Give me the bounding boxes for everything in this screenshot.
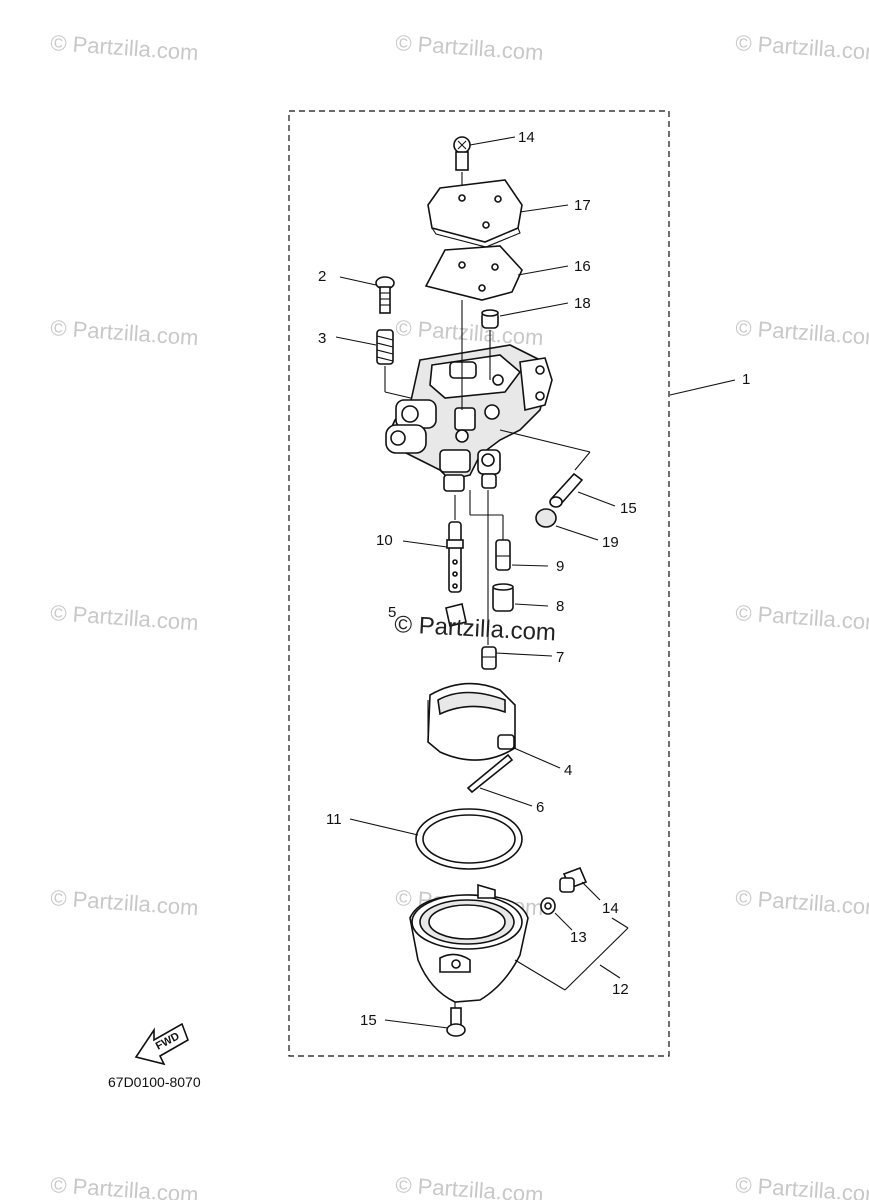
callout-7: 7 [556, 649, 564, 666]
watermark: © Partzilla.com [735, 885, 869, 920]
callout-11: 11 [326, 811, 342, 828]
callout-16: 15 [620, 500, 637, 517]
watermark: © Partzilla.com [395, 30, 545, 65]
part-5-holder [445, 603, 467, 627]
part-16-pilot-jet [549, 472, 584, 508]
diagram-code: 67D0100-8070 [108, 1074, 201, 1090]
watermark: © Partzilla.com [395, 1172, 545, 1200]
watermark: © Partzilla.com [50, 30, 200, 65]
part-2-screw [375, 276, 395, 314]
callout-15-top: 14 [518, 129, 535, 146]
carburetor-body [385, 300, 591, 645]
callout-13: 13 [570, 929, 587, 946]
callout-5: 5 [388, 604, 396, 621]
center-watermark: © Partzilla.com [394, 611, 557, 646]
watermark: © Partzilla.com [735, 30, 869, 65]
callout-4: 4 [564, 762, 572, 779]
callout-8: 8 [556, 598, 564, 615]
callout-1: 1 [742, 371, 750, 388]
callout-labels: 14 17 16 2 18 3 1 15 19 10 9 8 5 7 4 6 1… [318, 129, 750, 1029]
watermark: © Partzilla.com [50, 600, 200, 635]
callout-10: 10 [376, 532, 393, 549]
callout-bracket [611, 917, 629, 929]
leader-lines [335, 136, 736, 1029]
callout-20: 19 [602, 534, 619, 551]
part-14-drain-screw [559, 866, 588, 893]
part-15-bottom-screw [446, 1007, 466, 1037]
part-19-cap [481, 309, 499, 329]
watermark: © Partzilla.com [735, 600, 869, 635]
watermark: © Partzilla.com [50, 885, 200, 920]
callout-18: 17 [574, 197, 591, 214]
callout-15-bottom: 15 [360, 1012, 377, 1029]
part-11-o-ring [415, 808, 523, 870]
part-10-main-nozzle [446, 521, 464, 593]
part-17-gasket [424, 245, 523, 301]
watermark: © Partzilla.com [735, 315, 869, 350]
callout-19: 18 [574, 295, 591, 312]
watermark: © Partzilla.com [50, 1172, 200, 1200]
part-4-float [427, 682, 516, 761]
part-20-plug [535, 508, 557, 528]
callout-14: 14 [602, 900, 619, 917]
watermark: © Partzilla.com [735, 1172, 869, 1200]
part-12-float-bowl [409, 883, 529, 1018]
callout-2: 2 [318, 268, 326, 285]
fwd-arrow-icon: FWD [134, 1022, 189, 1066]
callout-17: 16 [574, 258, 591, 275]
watermark: © Partzilla.com [395, 315, 545, 350]
part-6-pin [466, 753, 514, 794]
part-7-needle-valve [481, 646, 497, 670]
assembly-boundary [288, 110, 670, 1057]
part-8-main-jet [492, 583, 514, 612]
part-15-top-screw [453, 136, 471, 195]
part-9-jet [495, 539, 511, 571]
callout-12: 12 [612, 981, 629, 998]
callout-9: 9 [556, 558, 564, 575]
part-13-washer [540, 897, 556, 915]
watermark: © Partzilla.com [50, 315, 200, 350]
part-3-spring [376, 329, 463, 411]
callout-3: 3 [318, 330, 326, 347]
part-18-cover-plate [427, 179, 523, 248]
callout-6: 6 [536, 799, 544, 816]
